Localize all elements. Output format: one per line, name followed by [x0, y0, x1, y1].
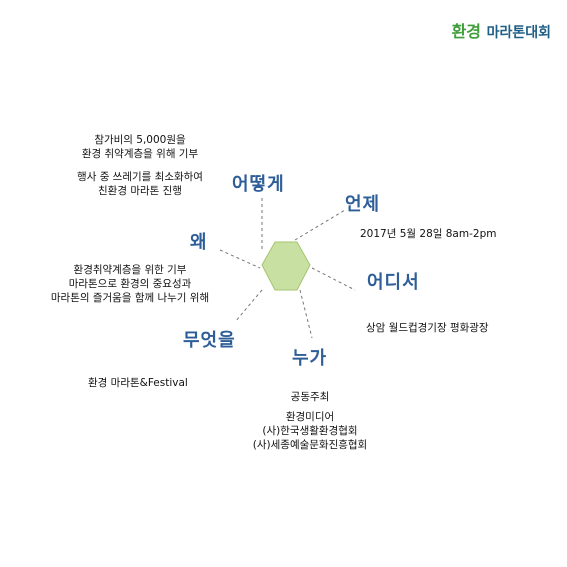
why-description: 환경취약계층을 위한 기부 마라톤으로 환경의 중요성과 마라톤의 즐거움을 함… [10, 263, 250, 305]
connector-when [294, 209, 346, 241]
connector-who [299, 289, 313, 339]
how-description: 참가비의 5,000원을 환경 취약계층을 위해 기부 [40, 133, 240, 161]
who-description: 공동주최 환경미디어 (사)한국생활환경협회 (사)세종예술문화진흥협회 [220, 390, 400, 452]
who-line-4: (사)세종예술문화진흥협회 [252, 439, 368, 451]
label-how: 어떻게 [232, 174, 285, 195]
who-line-2: 환경미디어 [285, 411, 335, 423]
what-description: 환경 마라톤&Festival [88, 377, 188, 389]
connector-what [234, 289, 263, 323]
label-what: 무엇을 [183, 330, 236, 351]
where-description: 상암 월드컵경기장 평화광장 [366, 322, 489, 334]
how2-line-2: 친환경 마라톤 진행 [98, 185, 182, 197]
why-line-1: 환경취약계층을 위한 기부 [73, 264, 187, 276]
logo-part-environment: 환경 [451, 22, 482, 41]
event-logo: 환경 마라톤대회 [452, 18, 551, 42]
how-line-1: 참가비의 5,000원을 [94, 134, 186, 146]
why-line-3: 마라톤의 즐거움을 함께 나누기 위해 [50, 292, 210, 304]
label-who: 누가 [292, 348, 328, 369]
why-line-2: 마라톤으로 환경의 중요성과 [68, 278, 192, 290]
connector-why [219, 249, 261, 269]
center-hexagon [261, 241, 311, 291]
connector-where [311, 267, 356, 291]
who-line-1: 공동주최 [290, 391, 330, 403]
label-where: 어디서 [367, 272, 420, 293]
how2-line-1: 행사 중 쓰레기를 최소화하여 [77, 171, 203, 183]
how-line-2: 환경 취약계층을 위해 기부 [81, 148, 199, 160]
label-why: 왜 [190, 232, 208, 253]
label-when: 언제 [345, 194, 381, 215]
logo-part-marathon: 마라톤대회 [486, 25, 551, 41]
who-line-3: (사)한국생활환경협회 [262, 425, 358, 437]
when-description: 2017년 5월 28일 8am-2pm [360, 228, 497, 240]
how-description-2: 행사 중 쓰레기를 최소화하여 친환경 마라톤 진행 [40, 170, 240, 198]
